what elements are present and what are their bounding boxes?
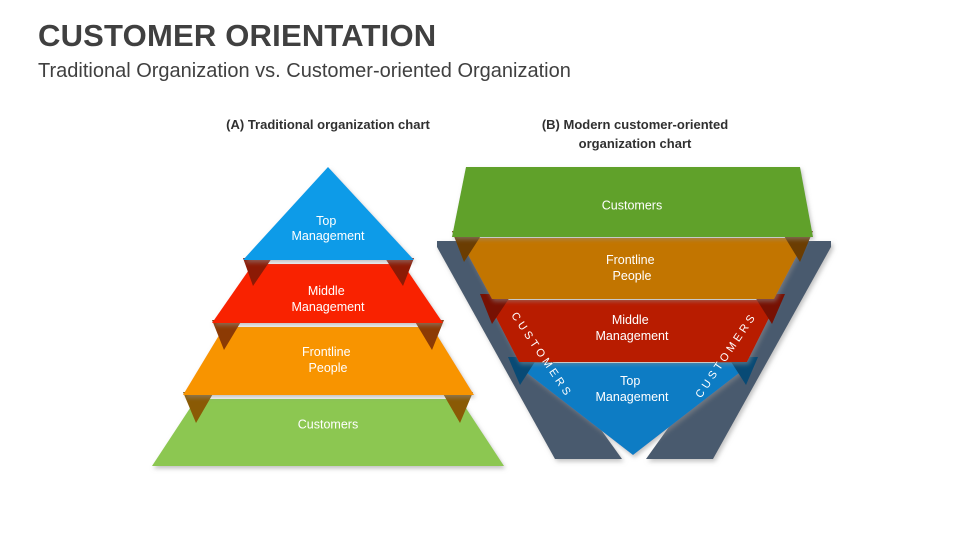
inverted-label-top-management: Top Management [596,374,669,404]
level-shape-frontline-modern [459,238,806,299]
level-shape-top [243,167,414,260]
level-wing-right-middle [385,258,414,286]
level-shape-frontline [183,327,474,395]
level-label-middle-management: Middle Management [292,284,365,314]
level-shape-customers-modern [452,167,813,237]
level-wing-right-customers [442,392,473,423]
pyramid-level-middle[interactable] [212,264,443,323]
chart-heading-traditional: (A) Traditional organization chart [226,117,430,132]
level-wing-left-frontline [212,320,242,350]
chart-heading-modern-line1: (B) Modern customer-oriented [541,117,729,132]
level-label-top-management: Top Management [292,214,365,243]
inverted-wing-right-top [728,357,758,385]
inverted-level-middle-management[interactable] [487,300,778,362]
inverted-wing-left-top [508,357,538,385]
page-subtitle: Traditional Organization vs. Customer-or… [38,60,571,82]
level-label-frontline-people: Frontline People [302,345,354,375]
page-title: CUSTOMER ORIENTATION [38,18,437,53]
inverted-wing-right-frontline [781,231,813,262]
chart-heading-modern: (B) Modern customer-oriented organizatio… [490,116,780,154]
level-label-customers: Customers [298,417,358,431]
level-shape-customers [152,399,504,466]
traditional-pyramid: Top Management Middle Management Frontli… [152,167,504,466]
inverted-level-top-management[interactable] [514,363,752,455]
level-wing-left-customers [183,392,214,423]
inverted-wing-left-middle [480,294,512,324]
level-shape-top-management [514,363,752,455]
inverted-label-customers: Customers [602,198,662,212]
level-wing-right-frontline [414,320,444,350]
pyramid-level-customers[interactable] [152,399,504,466]
inverted-label-middle-management: Middle Management [596,313,669,343]
level-shape-middle-management [487,300,778,362]
inverted-wing-right-middle [753,294,785,324]
inverted-label-frontline-people: Frontline People [606,253,658,283]
pyramid-level-frontline[interactable] [183,327,474,395]
level-shape-middle [212,264,443,323]
chart-heading-modern-line2: organization chart [578,135,692,151]
inverted-level-customers[interactable] [452,167,813,237]
level-wing-left-middle [243,258,272,286]
pyramid-level-top[interactable] [243,167,414,260]
modern-inverted-pyramid: Customers Frontline People Middle Manage… [437,167,831,459]
inverted-wing-left-frontline [452,231,484,262]
inverted-level-frontline[interactable] [459,238,806,299]
